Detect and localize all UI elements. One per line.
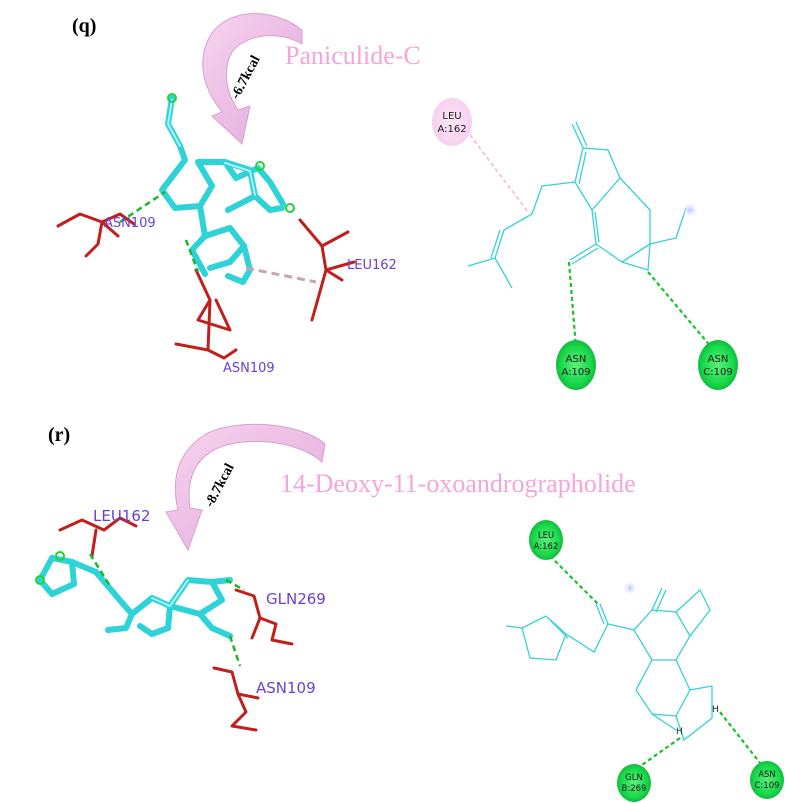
hbond-2d xyxy=(567,261,578,349)
residue-disk-gln xyxy=(617,764,651,802)
binding-energy: -6.7kcal xyxy=(228,53,263,102)
hbond-line xyxy=(88,553,112,587)
residue-2d-id: B:269 xyxy=(622,784,647,794)
panel-label: (r) xyxy=(48,424,70,446)
residue-label-gln269: GLN269 xyxy=(266,590,326,608)
residue-label-asn109: ASN109 xyxy=(104,216,156,231)
residue-label-leu162: LEU162 xyxy=(347,258,397,273)
residue-2d-name: ASN xyxy=(708,354,729,365)
residue-disk-leu xyxy=(432,98,472,146)
residue-sticks xyxy=(58,516,294,732)
residue-2d-id: A:162 xyxy=(437,124,466,135)
residue-2d-name: ASN xyxy=(566,354,587,365)
residue-2d-id: C:109 xyxy=(754,781,779,791)
residue-2d-name: GLN xyxy=(625,773,643,783)
residue-disk-asn xyxy=(698,340,738,390)
residue-2d-name: LEU xyxy=(442,111,461,122)
residue-label-asn109-b: ASN109 xyxy=(223,361,275,376)
atom-label-h: H xyxy=(712,705,719,715)
residue-2d-id: A:109 xyxy=(561,367,590,378)
atom-label-h: H xyxy=(676,727,683,737)
panel-r: (r) -8.7kcal 14-Deoxy-11-oxoandrographol… xyxy=(35,423,784,802)
ligand-2d-diagram: H H LEU A:162 GLN B:269 ASN C:109 xyxy=(505,520,784,802)
hbond-line xyxy=(184,239,200,273)
compound-name: Paniculide-C xyxy=(285,41,421,70)
hbond-line xyxy=(228,635,242,667)
residue-disk-leu xyxy=(529,520,563,560)
ligand-3d-structure xyxy=(159,93,295,285)
hbond-2d xyxy=(647,271,713,349)
residue-2d-id: C:109 xyxy=(703,367,732,378)
ligand-3d-structure xyxy=(35,551,233,639)
panel-label: (q) xyxy=(72,15,96,37)
alkyl-interaction-line xyxy=(245,266,317,284)
compound-name: 14-Deoxy-11-oxoandrographolide xyxy=(280,469,636,498)
hbond-line xyxy=(225,578,245,592)
residue-label-leu162: LEU162 xyxy=(93,507,150,525)
residue-2d-id: A:162 xyxy=(534,542,559,552)
curved-arrow-icon xyxy=(165,423,326,552)
ligand-2d-diagram: LEU A:162 ASN A:109 ASN C:109 xyxy=(432,98,738,390)
residue-label-asn109: ASN109 xyxy=(256,679,316,697)
hbond-2d xyxy=(549,555,599,605)
residue-disk-asn xyxy=(556,340,596,390)
hbond-2d xyxy=(719,711,765,769)
residue-2d-name: ASN xyxy=(758,770,776,780)
curved-arrow-icon xyxy=(202,13,303,145)
hbond-line xyxy=(119,190,166,224)
panel-q: (q) -6.7kcal Paniculide-C xyxy=(56,13,738,390)
residue-2d-name: LEU xyxy=(538,531,554,541)
residue-disk-asn xyxy=(750,761,784,799)
binding-energy: -8.7kcal xyxy=(202,461,237,510)
residue-sticks xyxy=(56,212,356,360)
